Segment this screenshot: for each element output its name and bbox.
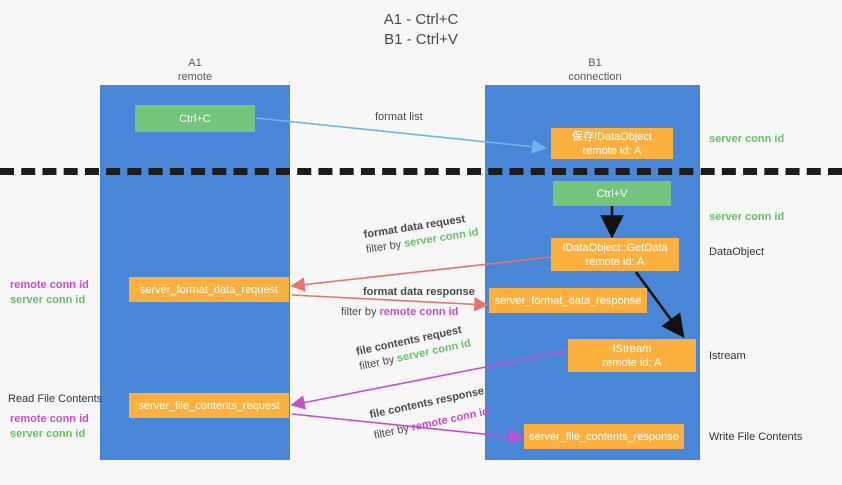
format-data-response-filter-value: remote conn id: [379, 306, 459, 318]
box-ctrl-c[interactable]: Ctrl+C: [135, 105, 255, 132]
format-data-response-filter: filter by remote conn id: [341, 305, 475, 320]
label-remote-conn-id-2: remote conn id: [10, 413, 89, 425]
box-idataobject-sub: remote id: A: [582, 144, 642, 157]
box-istream[interactable]: IStream remote id: A: [568, 339, 696, 372]
title-line-2: B1 - Ctrl+V: [384, 31, 458, 48]
title-line-1: A1 - Ctrl+C: [383, 11, 459, 28]
lane-b1-sub: connection: [568, 71, 622, 83]
box-istream-title: IStream: [612, 342, 652, 355]
box-server-format-data-response-label: server_format_data_response: [494, 294, 642, 307]
box-server-file-contents-request[interactable]: server_file_contents_request: [129, 393, 289, 418]
label-istream: Istream: [709, 350, 746, 362]
box-idataobject-getdata[interactable]: IDataObject::GetData remote id: A: [551, 238, 679, 271]
box-server-format-data-response[interactable]: server_format_data_response: [489, 288, 647, 313]
label-remote-conn-id-1: remote conn id: [10, 279, 89, 291]
label-server-conn-id-1: server conn id: [10, 294, 86, 306]
arrow-label-format-list: format list: [375, 111, 423, 123]
label-write-file-contents: Write File Contents: [709, 431, 803, 443]
file-contents-response-filter-prefix: filter by: [372, 421, 414, 442]
arrow-label-format-data-request: format data request filter by server con…: [363, 210, 480, 257]
format-data-response-text: format data response: [363, 286, 475, 298]
label-server-conn-id-mid: server conn id: [709, 211, 785, 223]
box-getdata-sub: remote id: A: [585, 255, 645, 268]
arrow-label-file-contents-response: file contents response filter by remote …: [368, 384, 490, 444]
box-server-file-contents-response-label: server_file_contents_response: [529, 430, 679, 443]
box-server-format-data-request-label: server_format_data_request: [139, 283, 279, 296]
box-idataobject[interactable]: 保存IDataObject remote id: A: [551, 128, 673, 159]
box-server-format-data-request[interactable]: server_format_data_request: [129, 277, 289, 302]
box-getdata-title: IDataObject::GetData: [562, 241, 668, 254]
label-server-conn-id-2: server conn id: [10, 428, 86, 440]
label-server-conn-id-top: server conn id: [709, 133, 785, 145]
label-group-conn-ids-top: remote conn id server conn id: [10, 278, 89, 308]
box-istream-sub: remote id: A: [602, 356, 662, 369]
label-group-conn-ids-bottom: remote conn id server conn id: [10, 412, 89, 442]
lane-header-a1: A1 remote: [140, 56, 250, 84]
phase-divider: [0, 168, 842, 175]
label-read-file-contents: Read File Contents: [8, 393, 103, 405]
lane-a1-sub: remote: [177, 71, 213, 83]
box-ctrl-v-label: Ctrl+V: [596, 187, 628, 200]
lane-header-b1: B1 connection: [540, 56, 650, 84]
lane-b1-name: B1: [588, 57, 602, 69]
box-ctrl-v[interactable]: Ctrl+V: [553, 181, 671, 206]
arrow-label-format-data-response: format data response filter by remote co…: [341, 285, 475, 320]
format-data-response-filter-prefix: filter by: [341, 306, 380, 318]
lane-a1-name: A1: [188, 57, 202, 69]
box-server-file-contents-response[interactable]: server_file_contents_response: [524, 424, 684, 449]
page-title: A1 - Ctrl+C B1 - Ctrl+V: [0, 10, 842, 50]
label-dataobject: DataObject: [709, 246, 765, 258]
box-ctrl-c-label: Ctrl+C: [179, 112, 211, 125]
box-idataobject-title: 保存IDataObject: [571, 130, 653, 143]
box-server-file-contents-request-label: server_file_contents_request: [138, 399, 280, 412]
arrow-label-file-contents-request: file contents request filter by server c…: [355, 322, 472, 375]
